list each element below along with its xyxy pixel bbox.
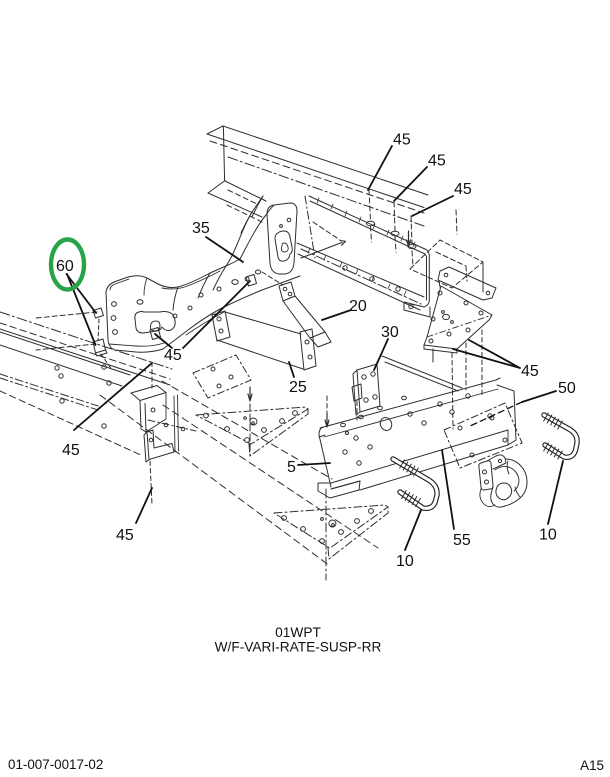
svg-text:45: 45: [454, 181, 472, 198]
svg-text:W/F-VARI-RATE-SUSP-RR: W/F-VARI-RATE-SUSP-RR: [215, 640, 382, 655]
svg-text:45: 45: [393, 132, 411, 149]
svg-text:60: 60: [56, 258, 74, 275]
svg-text:01WPT: 01WPT: [275, 625, 321, 640]
svg-text:45: 45: [62, 442, 80, 459]
svg-text:5: 5: [287, 459, 296, 476]
svg-text:A15: A15: [580, 758, 604, 773]
svg-text:25: 25: [289, 379, 307, 396]
svg-text:35: 35: [192, 220, 210, 237]
svg-text:01-007-0017-02: 01-007-0017-02: [8, 757, 103, 772]
svg-text:30: 30: [381, 324, 399, 341]
svg-text:10: 10: [396, 553, 414, 570]
svg-text:55: 55: [453, 532, 471, 549]
svg-text:45: 45: [521, 363, 539, 380]
svg-text:50: 50: [558, 380, 576, 397]
svg-text:45: 45: [428, 153, 446, 170]
svg-text:20: 20: [349, 298, 367, 315]
svg-text:10: 10: [539, 527, 557, 544]
svg-text:45: 45: [164, 347, 182, 364]
svg-text:45: 45: [116, 527, 134, 544]
